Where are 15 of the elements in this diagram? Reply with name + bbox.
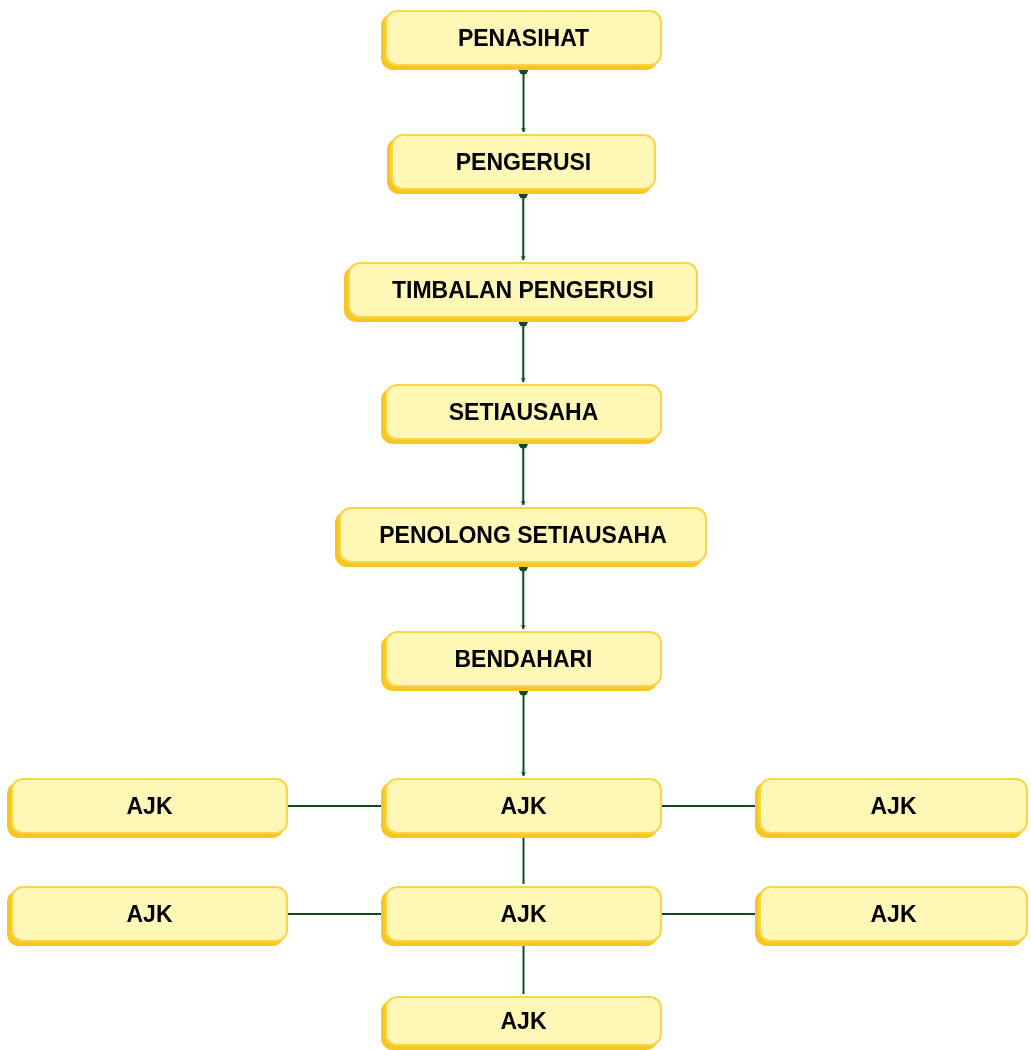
position-title: SETIAUSAHA (448, 397, 599, 427)
position-title: AJK (500, 791, 547, 821)
connector-line (522, 837, 525, 885)
position-title: AJK (870, 791, 917, 821)
position-title: PENOLONG SETIAUSAHA (379, 520, 667, 550)
position-title: AJK (126, 899, 173, 929)
position-title: AJK (500, 899, 547, 929)
position-title: PENGERUSI (455, 147, 592, 177)
position-title: AJK (870, 899, 917, 929)
position-title: TIMBALAN PENGERUSI (392, 275, 654, 305)
position-title: AJK (500, 1006, 547, 1036)
position-title: AJK (126, 791, 173, 821)
position-title: BENDAHARI (454, 644, 593, 674)
connector-line (522, 945, 525, 995)
position-title: PENASIHAT (457, 23, 590, 53)
